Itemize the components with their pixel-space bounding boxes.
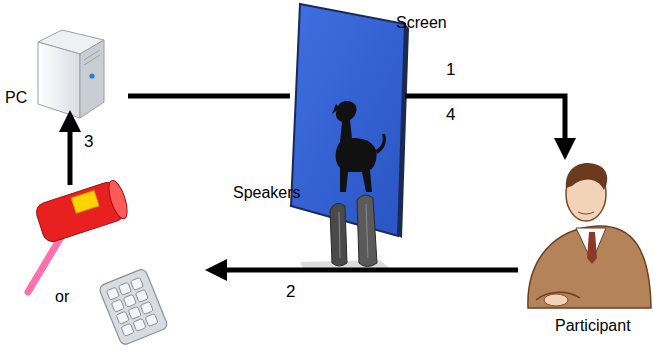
keypad-key	[128, 306, 141, 319]
speakers-illustration	[300, 195, 392, 271]
computer-illustration-part	[89, 73, 94, 78]
screen-illustration-part	[398, 24, 409, 238]
hammer-illustration-part	[28, 232, 64, 292]
flow-arrow	[128, 94, 290, 99]
keypad-key	[130, 277, 143, 290]
flow-arrow	[215, 268, 518, 273]
computer-illustration	[38, 30, 104, 118]
keypad-key	[118, 282, 131, 295]
participant-illustration-part	[528, 226, 651, 308]
node-label: Speakers	[233, 184, 301, 202]
step-number: 2	[286, 283, 295, 301]
computer-illustration-part	[84, 50, 100, 60]
keypad-key	[121, 323, 134, 336]
keypad-key	[145, 314, 158, 327]
node-label: Screen	[396, 14, 447, 32]
keypad-key	[123, 294, 136, 307]
participant-illustration-part	[566, 163, 607, 190]
keypad-key	[135, 289, 148, 302]
flow-arrow	[68, 120, 73, 185]
step-number: 4	[446, 106, 455, 124]
computer-illustration-part	[84, 55, 100, 65]
response-device-node: or	[12, 185, 162, 347]
node-label: Participant	[555, 317, 631, 335]
art-part-part	[71, 191, 99, 214]
keypad-illustration	[98, 268, 168, 346]
node-label: PC	[5, 89, 27, 107]
speakers-illustration-part	[339, 212, 340, 258]
speakers-illustration-part	[357, 195, 377, 267]
participant-node: Participant	[518, 160, 650, 310]
keypad-key	[116, 311, 129, 324]
speakers-illustration-part	[330, 203, 347, 266]
art-part	[34, 178, 131, 244]
keypad-key	[140, 301, 153, 314]
keypad-key	[106, 287, 119, 300]
computer-illustration-part	[38, 42, 80, 118]
keypad-key	[133, 318, 146, 331]
step-number: 1	[446, 61, 455, 79]
screen-node: Screen	[290, 5, 405, 236]
keypad-key	[111, 299, 124, 312]
screen-illustration-part	[332, 101, 386, 192]
keypad-illustration-part	[98, 268, 168, 346]
computer-node: PC	[35, 25, 105, 115]
node-label: or	[55, 288, 69, 306]
flow-arrow	[405, 96, 565, 150]
computer-illustration-part	[80, 40, 104, 118]
participant-illustration-part	[587, 232, 597, 264]
speakers-node: Speakers	[322, 200, 384, 270]
participant-illustration-part	[544, 294, 568, 306]
art-part-part	[105, 178, 131, 220]
participant-illustration-part	[578, 212, 594, 214]
step-number: 3	[84, 133, 93, 151]
screen-illustration-part	[291, 4, 405, 236]
participant-illustration	[528, 163, 651, 308]
screen-illustration	[291, 4, 409, 238]
hammer-illustration	[28, 178, 131, 292]
speakers-illustration-part	[366, 204, 368, 258]
